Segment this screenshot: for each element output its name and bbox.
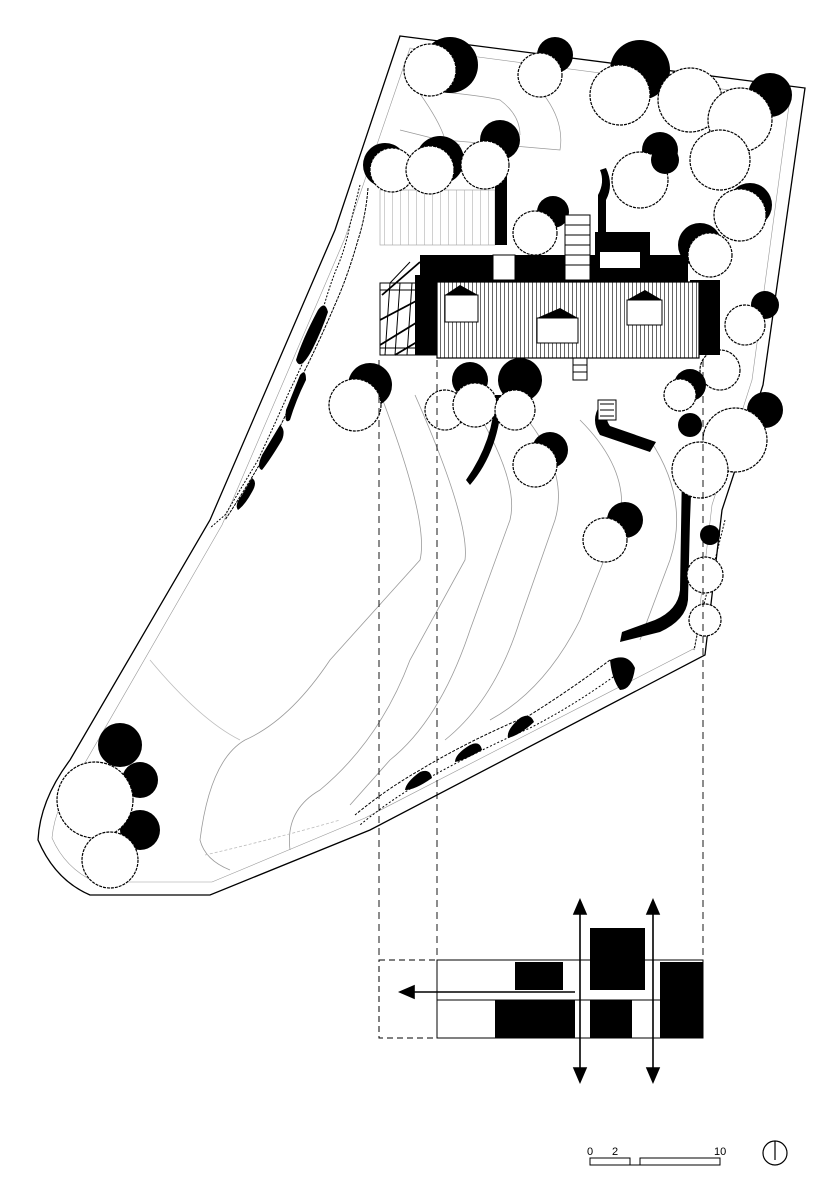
scale-bar: 0 2 10: [587, 1146, 726, 1166]
tree: [363, 143, 415, 193]
pergola-wing: [379, 261, 438, 356]
tree: [686, 525, 724, 637]
tree: [56, 723, 160, 889]
concept-block: [495, 1000, 575, 1038]
tree: [424, 358, 542, 431]
entry-stair: [564, 214, 591, 281]
tree: [512, 432, 568, 488]
front-steps: [572, 357, 617, 421]
tree: [611, 146, 679, 209]
parking-area: [379, 79, 562, 246]
roof-skylights: [444, 285, 663, 344]
concept-block: [590, 928, 645, 990]
tree: [460, 120, 520, 190]
concept-dashed-bay: [378, 959, 438, 1039]
projection-lines: [378, 360, 704, 960]
tree: [678, 223, 733, 278]
tree: [403, 37, 478, 97]
tree: [517, 37, 573, 98]
tree: [328, 363, 392, 432]
site-boundary: [37, 35, 806, 896]
trees: [56, 37, 792, 889]
house: [379, 214, 720, 421]
north-arrow-icon: [762, 1140, 788, 1166]
scale-label-10: 10: [714, 1146, 726, 1158]
tree: [671, 407, 768, 499]
tree: [405, 136, 464, 195]
concept-diagram: [378, 897, 704, 1085]
concept-block: [590, 1000, 632, 1038]
scale-label-2: 2: [612, 1146, 618, 1158]
circulation-arrows: [397, 897, 661, 1085]
tree: [589, 40, 670, 126]
tree: [582, 502, 643, 563]
tree: [724, 291, 779, 346]
concept-block: [515, 962, 563, 990]
boundary-hedge-dark: [236, 305, 635, 790]
concept-block: [660, 962, 703, 1038]
terrain-contours: [149, 379, 678, 871]
tree: [689, 129, 772, 242]
tree: [512, 196, 569, 256]
scale-label-0: 0: [587, 1146, 593, 1158]
